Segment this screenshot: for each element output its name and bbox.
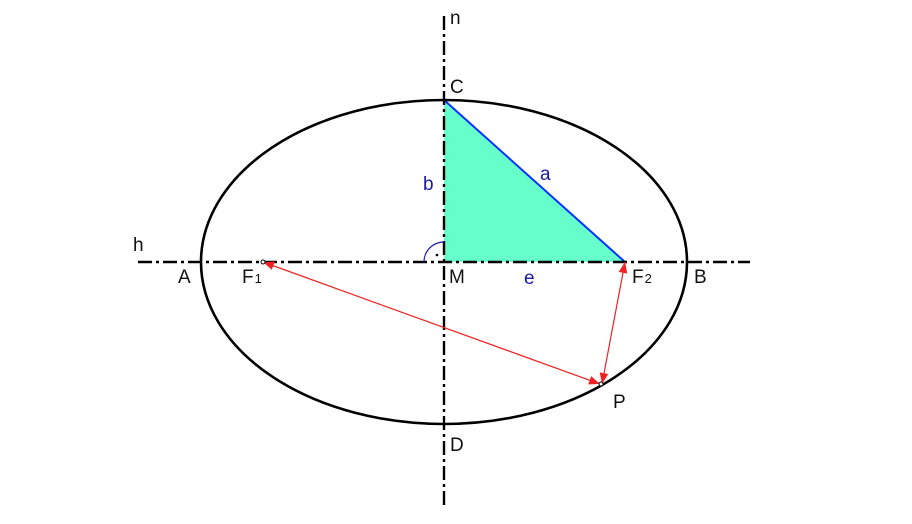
label-f2: F2 <box>632 267 652 288</box>
label-d: D <box>450 435 464 456</box>
label-semi-major-a: a <box>540 164 551 185</box>
focal-radius-f2-p <box>599 261 628 385</box>
right-angle-arc <box>423 241 445 263</box>
point-p-marker <box>598 381 604 387</box>
label-a-vertex: A <box>178 267 191 288</box>
label-f1-main: F <box>242 267 254 288</box>
label-f1-sub: 1 <box>255 271 262 286</box>
focal-radius-f1-p <box>262 261 601 385</box>
label-b-vertex: B <box>694 267 707 288</box>
right-angle-dot <box>435 253 439 257</box>
label-n: n <box>450 8 461 29</box>
focus-f1-point <box>260 259 266 265</box>
label-m: M <box>449 267 465 288</box>
label-h: h <box>133 235 144 256</box>
label-p: P <box>613 392 626 413</box>
label-semi-minor-b: b <box>423 174 434 195</box>
label-c: C <box>450 77 464 98</box>
label-f2-sub: 2 <box>645 271 652 286</box>
label-eccentricity-e: e <box>524 268 535 289</box>
label-f1: F1 <box>242 267 262 288</box>
triangle-hypotenuse-a <box>443 99 626 263</box>
label-f2-main: F <box>632 267 644 288</box>
